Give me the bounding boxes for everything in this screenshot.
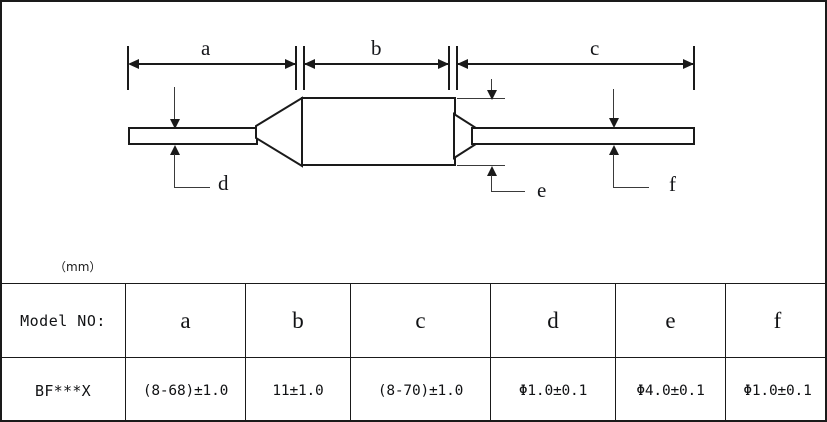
cell-dimension-f: Φ1.0±0.1	[725, 357, 825, 420]
arrowhead-c-right-icon	[683, 59, 694, 69]
dimension-label-d: d	[218, 171, 229, 195]
cell-dimension-d: Φ1.0±0.1	[490, 357, 616, 420]
dimension-label-b: b	[371, 36, 382, 60]
arrowhead-c-left-icon	[457, 59, 468, 69]
table-header-a: a	[125, 283, 246, 358]
left-lead-wire	[128, 127, 258, 145]
leader-line-e-horizontal	[491, 191, 525, 192]
arrowhead-e-down-icon	[487, 90, 497, 100]
table-header-model: Model NO:	[2, 283, 126, 358]
witness-line-e-upper-stub	[491, 79, 492, 95]
arrowhead-f-up-icon	[609, 145, 619, 155]
dimension-label-a: a	[201, 36, 211, 60]
arrowhead-f-down-icon	[609, 118, 619, 128]
witness-line-d-upper	[174, 87, 175, 123]
leader-line-e-vertical	[491, 175, 492, 192]
arrowhead-d-down-icon	[170, 119, 180, 129]
arrowhead-b-left-icon	[304, 59, 315, 69]
arrowhead-b-right-icon	[438, 59, 449, 69]
leader-line-f-horizontal	[613, 187, 649, 188]
cell-dimension-b: 11±1.0	[245, 357, 351, 420]
table-row: BF***X (8-68)±1.0 11±1.0 (8-70)±1.0 Φ1.0…	[2, 357, 825, 420]
dimension-label-f: f	[669, 172, 676, 196]
witness-line-b-end	[448, 46, 450, 90]
table-header-f: f	[725, 283, 825, 358]
leader-line-d-vertical	[174, 154, 175, 188]
table-header-d: d	[490, 283, 616, 358]
arrowhead-e-up-icon	[487, 166, 497, 176]
dimension-line-b	[305, 63, 448, 65]
cell-dimension-a: (8-68)±1.0	[125, 357, 246, 420]
dimension-label-e: e	[537, 178, 547, 202]
cell-model-no: BF***X	[2, 357, 126, 420]
specification-table: Model NO: a b c d e f BF***X (8-68)±1.0 …	[2, 283, 825, 420]
cell-dimension-c: (8-70)±1.0	[350, 357, 491, 420]
dimension-line-c	[458, 63, 694, 65]
arrowhead-a-left-icon	[128, 59, 139, 69]
table-header-e: e	[615, 283, 726, 358]
table-header-c: c	[350, 283, 491, 358]
component-body	[301, 97, 456, 166]
witness-line-e-top	[457, 98, 505, 99]
table-header-row: Model NO: a b c d e f	[2, 283, 825, 358]
arrowhead-a-right-icon	[285, 59, 296, 69]
table-header-b: b	[245, 283, 351, 358]
witness-line-a-end	[295, 46, 297, 90]
dimension-label-c: c	[590, 36, 600, 60]
cell-dimension-e: Φ4.0±0.1	[615, 357, 726, 420]
leader-line-f-vertical	[613, 154, 614, 188]
right-lead-wire	[471, 127, 695, 145]
witness-line-e-bottom	[457, 165, 505, 166]
units-caption: （mm）	[54, 260, 102, 274]
arrowhead-d-up-icon	[170, 145, 180, 155]
witness-line-c-end	[693, 46, 695, 90]
leader-line-d-horizontal	[174, 187, 210, 188]
dimension-line-a	[130, 63, 295, 65]
witness-line-f-upper	[613, 89, 614, 122]
left-taper-cone	[255, 96, 303, 168]
